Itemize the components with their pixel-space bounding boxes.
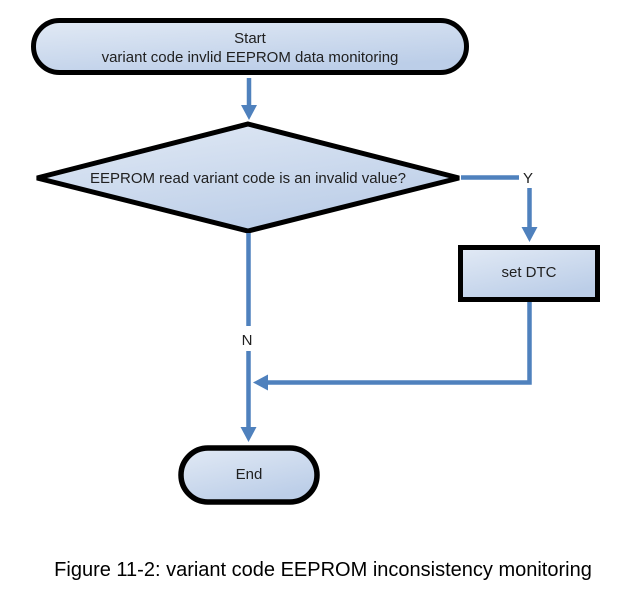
no-branch-label: N <box>242 332 253 349</box>
yes-branch-label: Y <box>523 170 533 187</box>
decision-node <box>36 121 460 234</box>
process-node <box>458 245 600 302</box>
start-node-subtitle: variant code invlid EEPROM data monitori… <box>102 49 399 66</box>
arrowhead-left-icon <box>253 374 268 391</box>
start-node-title: Start <box>234 30 267 47</box>
arrowhead-down-icon <box>240 427 257 442</box>
end-node-label: End <box>236 466 263 483</box>
process-node-label: set DTC <box>501 264 556 281</box>
start-node <box>31 18 469 75</box>
connector-process-to-junction <box>268 302 532 385</box>
arrowhead-down-icon <box>521 227 538 242</box>
arrowhead-down-icon <box>241 105 257 120</box>
decision-node-label: EEPROM read variant code is an invalid v… <box>90 170 406 187</box>
figure-caption: Figure 11-2: variant code EEPROM inconsi… <box>54 559 592 581</box>
end-node <box>178 445 320 505</box>
